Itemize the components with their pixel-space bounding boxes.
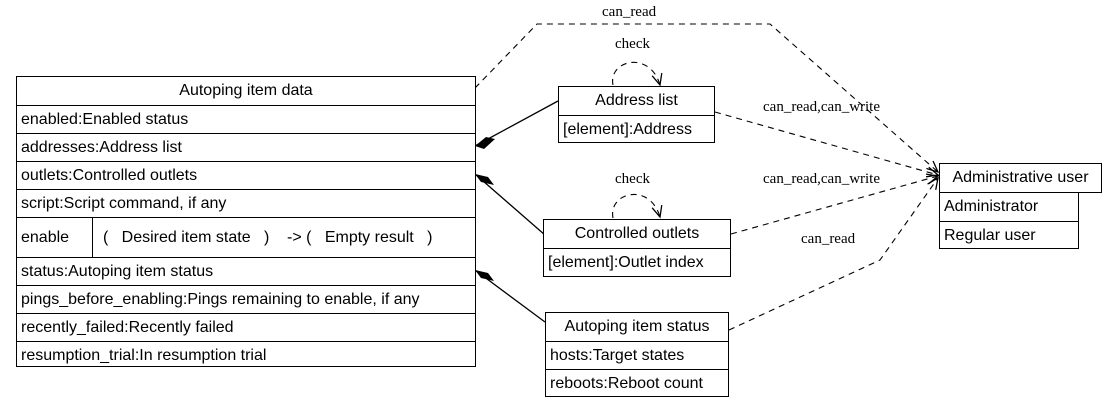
- method-name: enable: [17, 218, 93, 257]
- edge-status-to-admin: [728, 176, 939, 331]
- self-loop-outlets: [612, 193, 663, 219]
- composition-edge-status: [474, 269, 546, 323]
- self-loop-address: [612, 61, 663, 87]
- label-outlets-rw: can_read,can_write: [763, 171, 881, 187]
- attribute-row: [element]:Outlet index: [544, 248, 730, 276]
- edge-can-read-top: [474, 23, 940, 174]
- attribute-row: [element]:Address: [559, 115, 714, 143]
- controlled-outlets-class: Controlled outlets [element]:Outlet inde…: [543, 219, 731, 277]
- class-title: Autoping item status: [564, 318, 710, 335]
- attribute-row: outlets:Controlled outlets: [17, 161, 475, 189]
- label-address-rw: can_read,can_write: [763, 99, 881, 115]
- address-list-class: Address list [element]:Address: [558, 86, 715, 143]
- label-check-outlets: check: [615, 171, 650, 187]
- autoping-item-status-class: Autoping item status hosts:Target states…: [545, 312, 729, 397]
- class-title: Administrative user: [952, 169, 1089, 186]
- label-can-read-top: can_read: [602, 4, 657, 20]
- composition-edge-address: [474, 100, 559, 149]
- method-signature: ( Desired item state ) -> ( Empty result…: [103, 229, 433, 246]
- administrative-user-class: Administrative user: [939, 163, 1102, 193]
- composition-edge-outlets: [474, 173, 546, 236]
- attribute-row: status:Autoping item status: [17, 257, 475, 285]
- attribute-row: enabled:Enabled status: [17, 105, 475, 133]
- edge-outlets-to-admin: [730, 173, 940, 235]
- method-row: enable ( Desired item state ) -> ( Empty…: [17, 217, 475, 257]
- attribute-row: resumption_trial:In resumption trial: [17, 341, 475, 369]
- role-row: Administrator: [944, 198, 1039, 215]
- attribute-row: addresses:Address list: [17, 133, 475, 161]
- attribute-row: script:Script command, if any: [17, 189, 475, 217]
- attribute-row: hosts:Target states: [546, 341, 728, 369]
- class-title: Autoping item data: [179, 82, 313, 99]
- label-check-address: check: [615, 36, 650, 52]
- role-row: Regular user: [940, 221, 1078, 249]
- class-title: Controlled outlets: [574, 225, 700, 242]
- administrative-user-roles: Administrator Regular user: [939, 192, 1079, 249]
- attribute-row: reboots:Reboot count: [546, 369, 728, 397]
- edge-address-to-admin: [714, 111, 940, 178]
- class-title: Address list: [595, 92, 678, 109]
- attribute-row: pings_before_enabling:Pings remaining to…: [17, 285, 475, 313]
- label-status-read: can_read: [801, 231, 856, 247]
- autoping-item-data-class: Autoping item data enabled:Enabled statu…: [16, 76, 476, 367]
- attribute-row: recently_failed:Recently failed: [17, 313, 475, 341]
